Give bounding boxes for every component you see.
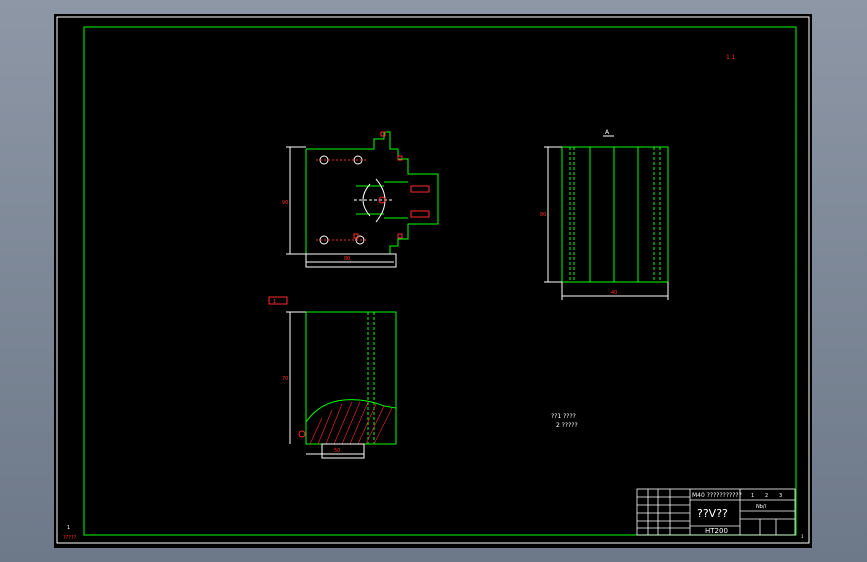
section-base xyxy=(321,443,365,459)
cad-drawing-canvas[interactable]: 1 1 90 80 xyxy=(54,14,812,548)
section-body xyxy=(305,311,397,445)
side-view: A 80 40 xyxy=(540,129,669,300)
hole xyxy=(378,196,386,204)
front-body-outline xyxy=(305,131,439,255)
title-block-cell: 1 xyxy=(751,493,754,499)
page-number: 1 xyxy=(801,534,804,539)
title-block-cell: 2 xyxy=(765,493,768,499)
section-tag xyxy=(268,296,288,305)
corner-mark: 1 xyxy=(67,525,70,531)
dim-front-width: 80 xyxy=(344,256,350,262)
outer-frame xyxy=(56,16,810,544)
section-view: 1 70 50 xyxy=(268,296,397,459)
slot-red xyxy=(410,210,430,218)
marker xyxy=(380,131,386,137)
slot-red xyxy=(410,185,430,193)
note-line-2: 2 ????? xyxy=(556,422,578,429)
front-view: 90 80 xyxy=(282,131,439,268)
dim-section-height: 70 xyxy=(282,376,288,382)
title-block-scale: Nb/l xyxy=(756,504,766,510)
dim-front-height: 90 xyxy=(282,200,288,206)
title-block-material: HT200 xyxy=(705,527,728,535)
dim-section-width: 50 xyxy=(334,448,340,454)
title-block-header: M40 ??????????? xyxy=(692,492,742,499)
marker xyxy=(353,233,359,239)
marker xyxy=(397,233,403,239)
title-block-cell: 3 xyxy=(779,493,782,499)
hatch-lines xyxy=(309,401,393,445)
dim-side-width: 40 xyxy=(611,290,617,296)
bottom-left-stamp: ????? xyxy=(63,535,77,541)
base-strip xyxy=(305,253,397,268)
hatched-region xyxy=(305,399,397,445)
drawing-sheet: 1 1 90 80 xyxy=(56,16,810,544)
border-frame xyxy=(83,26,797,536)
top-right-mark: 1 1 xyxy=(726,54,736,61)
marker xyxy=(397,155,403,161)
v-block-arc xyxy=(362,183,371,217)
section-label-a: A xyxy=(605,129,610,136)
section-mark xyxy=(298,430,306,438)
dim-side-height: 80 xyxy=(540,212,546,218)
section-tag-text: 1 xyxy=(273,299,276,305)
title-block-drawing-name: ??V?? xyxy=(697,507,728,520)
note-line-1: ??1 ???? xyxy=(551,413,576,420)
title-block xyxy=(636,488,796,536)
side-body xyxy=(561,146,669,283)
